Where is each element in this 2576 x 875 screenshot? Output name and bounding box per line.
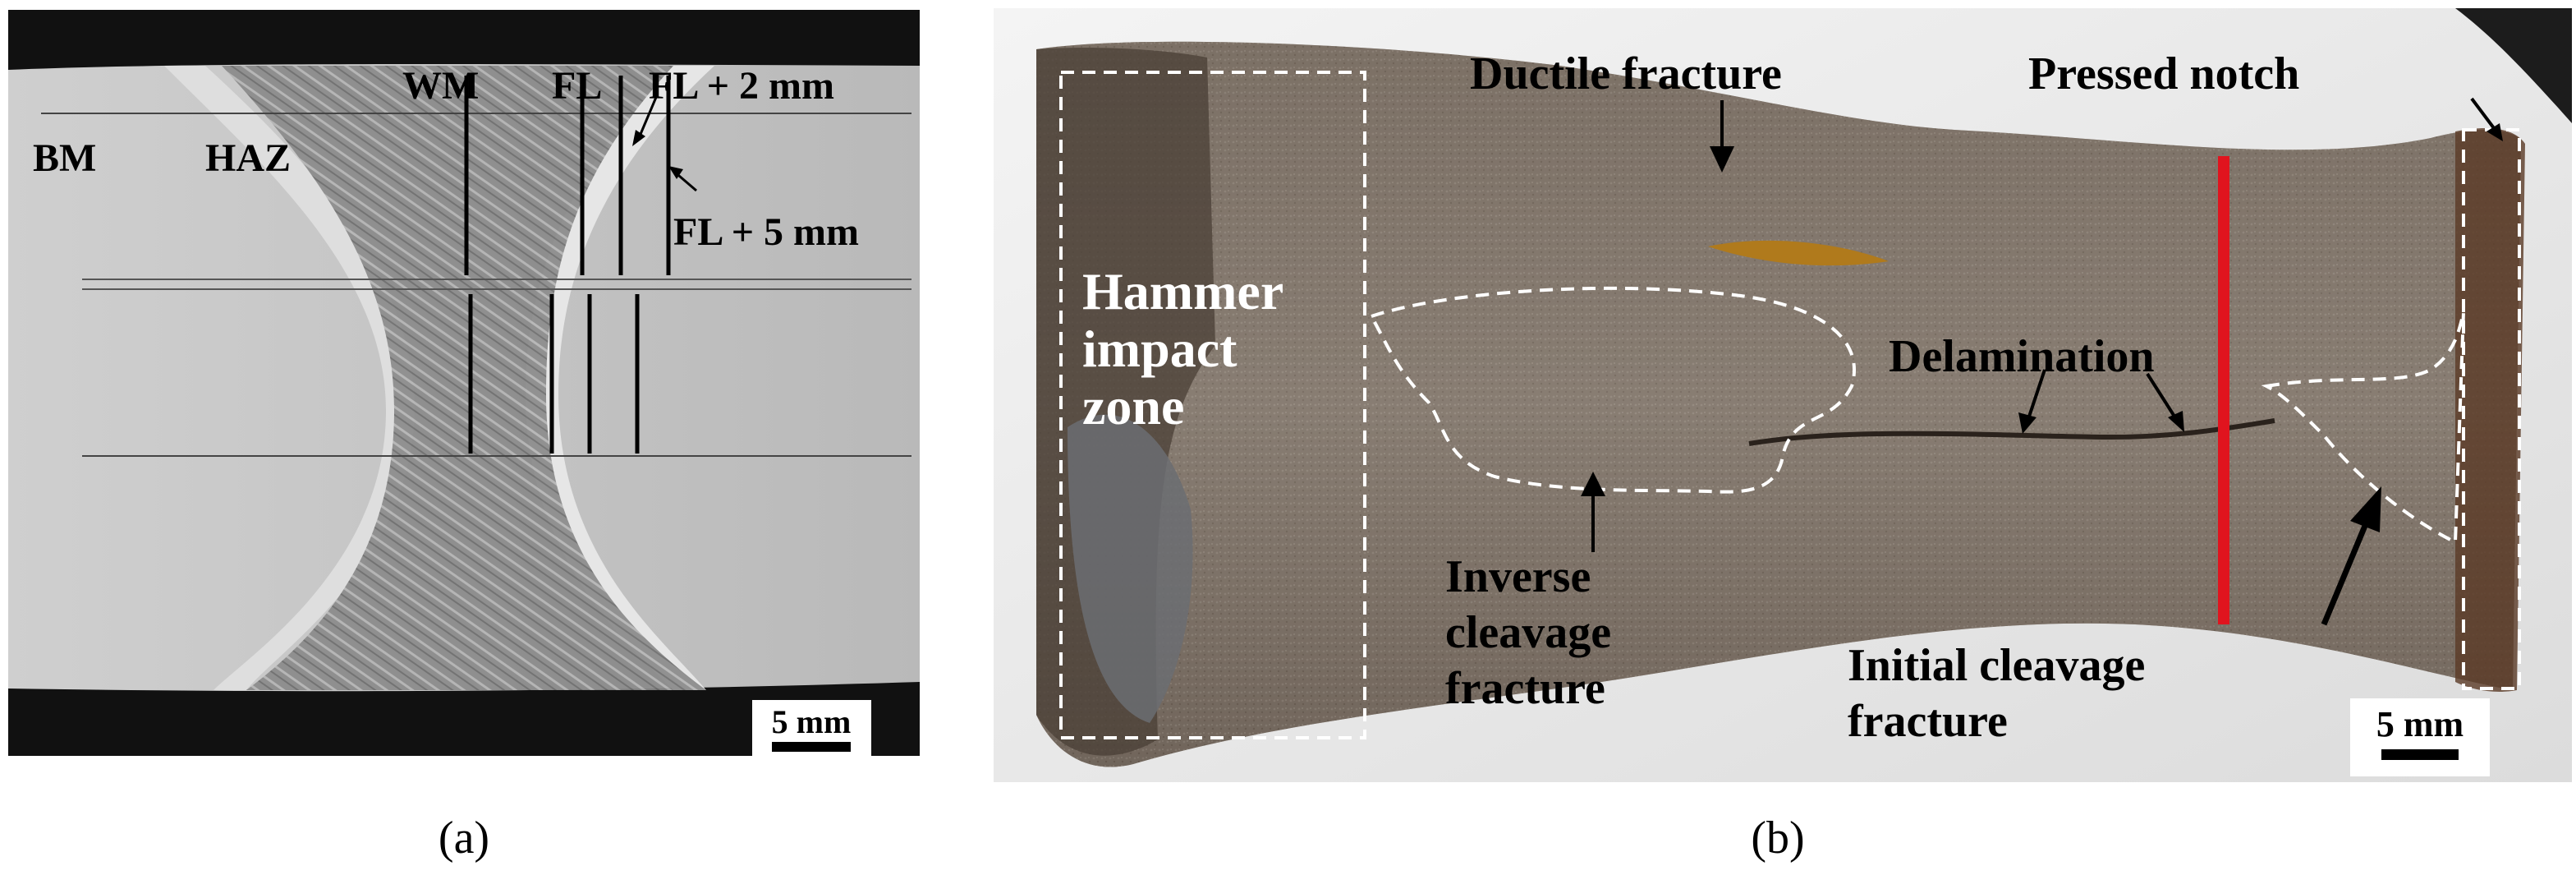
- haz-left: [164, 66, 415, 690]
- label-fl-plus-5: FL + 5 mm: [673, 210, 859, 254]
- ductile-arrowhead: [1710, 146, 1734, 173]
- initial-cleavage-outline: [2261, 311, 2465, 546]
- label-initial-1: Initial cleavage: [1848, 640, 2145, 691]
- fl2-arrowhead: [632, 130, 645, 146]
- label-fl-plus-2: FL + 2 mm: [649, 64, 834, 108]
- label-bm: BM: [33, 136, 96, 180]
- fl5-arrowhead: [668, 166, 683, 179]
- caption-b: (b): [1751, 813, 1804, 863]
- panel-b-photo: [994, 8, 2572, 782]
- initial-arrowhead: [2350, 486, 2381, 532]
- notch-arrow-shaft: [2470, 97, 2498, 133]
- panel-a-scale-bar: 5 mm: [752, 700, 871, 766]
- caption-a: (a): [439, 813, 489, 863]
- label-haz: HAZ: [205, 136, 291, 180]
- scale-bar-b-label: 5 mm: [2376, 704, 2464, 744]
- label-inverse-3: fracture: [1445, 663, 1605, 714]
- delam-arrow1-head: [2018, 412, 2036, 434]
- label-wm: WM: [402, 64, 479, 108]
- scale-bar-a-bar: [772, 742, 851, 752]
- initial-arrow-shaft: [2321, 524, 2368, 626]
- label-hammer-3: zone: [1082, 377, 1184, 435]
- label-hammer-2: impact: [1082, 320, 1237, 378]
- panel-a-micrograph: [8, 10, 920, 756]
- rust-mark: [1708, 240, 1889, 266]
- label-delamination: Delamination: [1889, 331, 2155, 382]
- delam-arrow2-head: [2168, 411, 2184, 432]
- label-hammer-1: Hammer: [1082, 262, 1283, 320]
- notch-strip: [2455, 127, 2525, 692]
- scale-bar-a-label: 5 mm: [772, 703, 852, 740]
- label-ductile-fracture: Ductile fracture: [1470, 48, 1782, 99]
- inverse-cleavage-outline: [1369, 286, 1857, 494]
- label-initial-2: fracture: [1848, 696, 2008, 747]
- label-inverse-2: cleavage: [1445, 607, 1611, 658]
- dark-corner: [2455, 8, 2572, 123]
- fl2-leader: [637, 94, 659, 139]
- panel-b-arrows: [1581, 97, 2503, 626]
- panel-b-scale-bar: 5 mm: [2350, 698, 2490, 776]
- label-inverse-1: Inverse: [1445, 551, 1591, 602]
- hammer-zone-box: [1059, 71, 1366, 739]
- specimen-texture: [1036, 41, 2521, 767]
- scale-bar-b-bar: [2381, 749, 2459, 760]
- delam-arrow1-shaft: [2027, 369, 2046, 420]
- notch-arrowhead: [2486, 123, 2503, 141]
- weld-metal: [222, 66, 706, 690]
- inverse-arrowhead: [1581, 472, 1605, 496]
- hammer-shine: [1068, 414, 1193, 723]
- dashed-outlines: [1059, 71, 2521, 739]
- delam-arrow2-shaft: [2146, 372, 2178, 421]
- label-fl: FL: [552, 64, 602, 108]
- label-pressed-notch: Pressed notch: [2028, 48, 2299, 99]
